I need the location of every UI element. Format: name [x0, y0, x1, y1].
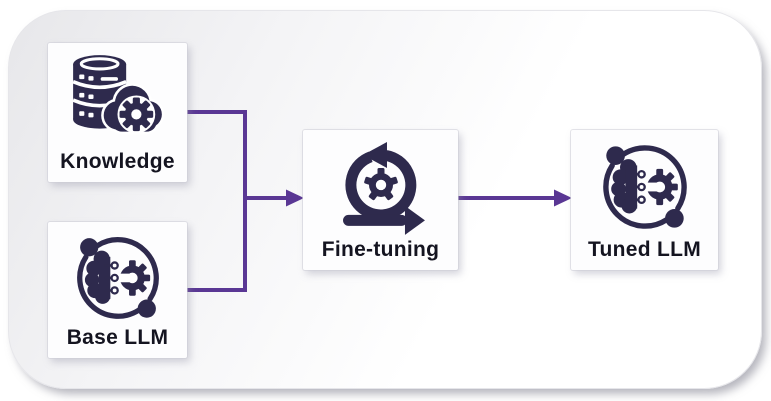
- brain-circuit-gear-icon: [69, 230, 167, 326]
- brain-circuit-gear-icon: [596, 138, 694, 236]
- node-label-knowledge: Knowledge: [60, 149, 175, 173]
- node-label-tuned-llm: Tuned LLM: [587, 237, 702, 261]
- diagram-node-knowledge: Knowledge: [48, 43, 187, 182]
- diagram-node-fine-tuning: Fine-tuning: [303, 130, 458, 270]
- diagram-node-tuned-llm: Tuned LLM: [571, 130, 718, 270]
- node-label-fine-tuning: Fine-tuning: [321, 237, 440, 261]
- iteration-loop-gear-icon: [331, 138, 431, 238]
- diagram-node-base-llm: Base LLM: [48, 222, 187, 358]
- database-cloud-gear-icon: [67, 51, 169, 143]
- node-label-base-llm: Base LLM: [66, 325, 169, 349]
